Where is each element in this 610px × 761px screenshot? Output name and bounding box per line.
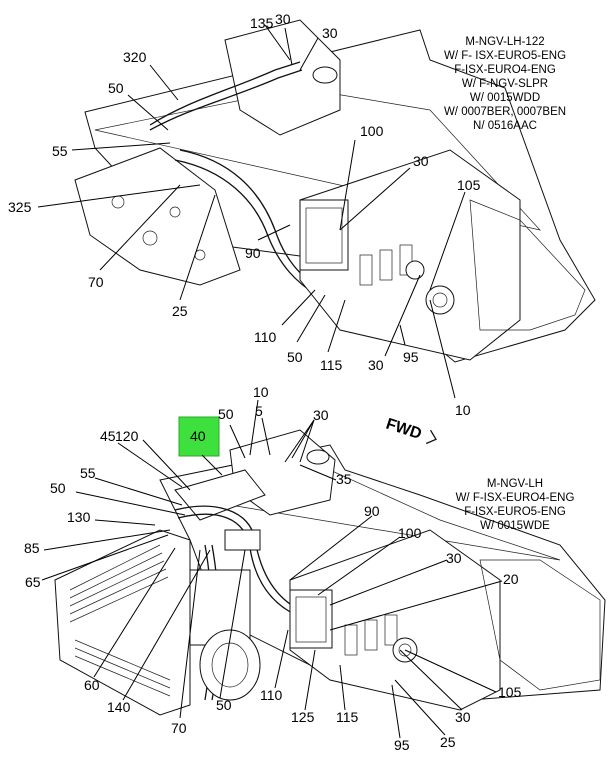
callout-95: 95 xyxy=(403,349,419,365)
callout-70: 70 xyxy=(88,274,104,290)
callout-110: 110 xyxy=(254,329,277,345)
callout-40-highlighted: 40 xyxy=(190,428,206,444)
top-note-line-1: M-NGV-LH-122 xyxy=(465,36,544,48)
callout-140: 140 xyxy=(107,699,131,715)
callout-20: 20 xyxy=(503,571,519,587)
callout-10: 10 xyxy=(455,402,471,418)
callout-50: 50 xyxy=(50,480,66,496)
bottom-callouts: 10 50 5 30 45 120 35 55 50 130 90 85 100… xyxy=(24,384,522,753)
callout-325: 325 xyxy=(8,199,32,215)
top-note-line-4: W/ F-NGV-SLPR xyxy=(462,78,548,90)
callout-135: 135 xyxy=(250,15,274,31)
callout-90: 90 xyxy=(364,503,380,519)
callout-90: 90 xyxy=(245,245,261,261)
top-note-line-7: N/ 0516AAC xyxy=(473,120,537,132)
top-note-line-2: W/ F- ISX-EURO5-ENG xyxy=(444,50,566,62)
callout-65: 65 xyxy=(25,574,41,590)
bottom-note-line-2: W/ F-ISX-EURO4-ENG xyxy=(456,492,575,504)
top-assembly-illustration xyxy=(74,19,596,363)
callout-50: 50 xyxy=(108,80,124,96)
top-note-line-5: W/ 0015WDD xyxy=(470,92,540,104)
callout-120: 120 xyxy=(115,428,139,444)
callout-110: 110 xyxy=(260,687,283,703)
callout-25: 25 xyxy=(440,734,456,750)
callout-30: 30 xyxy=(322,25,338,41)
bottom-note-line-1: M-NGV-LH xyxy=(487,478,543,490)
callout-5: 5 xyxy=(255,403,263,419)
callout-30: 30 xyxy=(368,357,384,373)
callout-115: 115 xyxy=(320,357,343,373)
callout-10: 10 xyxy=(253,384,269,400)
callout-85: 85 xyxy=(24,540,40,556)
top-note-line-3: F-ISX-EURO4-ENG xyxy=(454,64,556,76)
top-leader-lines xyxy=(37,24,466,399)
callout-60: 60 xyxy=(84,677,100,693)
highlighted-callout-box xyxy=(178,416,220,457)
callout-30: 30 xyxy=(446,550,462,566)
callout-50: 50 xyxy=(287,349,303,365)
callout-55: 55 xyxy=(52,143,68,159)
fwd-arrow-icon xyxy=(425,429,437,445)
callout-50: 50 xyxy=(218,406,234,422)
callout-25: 25 xyxy=(172,303,188,319)
callout-30: 30 xyxy=(313,407,329,423)
callout-30: 30 xyxy=(413,153,429,169)
callout-105: 105 xyxy=(498,684,522,700)
top-note-line-6: W/ 0007BER, 0007BEN xyxy=(444,106,566,118)
callout-125: 125 xyxy=(291,709,315,725)
bottom-assembly-illustration xyxy=(54,429,606,716)
callout-35: 35 xyxy=(336,471,352,487)
bottom-note-line-4: W/ 0015WDE xyxy=(480,520,550,532)
callout-320: 320 xyxy=(123,49,147,65)
callout-95: 95 xyxy=(394,737,410,753)
bottom-leader-lines xyxy=(41,399,503,739)
callout-100: 100 xyxy=(360,123,384,139)
callout-55: 55 xyxy=(80,465,96,481)
callout-30: 30 xyxy=(455,709,471,725)
top-callouts: 135 30 30 320 50 55 100 30 325 105 70 90… xyxy=(8,11,481,418)
callout-30: 30 xyxy=(275,11,291,27)
callout-105: 105 xyxy=(457,177,481,193)
callout-50: 50 xyxy=(216,697,232,713)
fwd-indicator: FWD xyxy=(384,416,437,445)
bottom-note-line-3: F-ISX-EURO5-ENG xyxy=(464,506,566,518)
callout-100: 100 xyxy=(398,525,422,541)
callout-45: 45 xyxy=(100,428,116,444)
callout-115: 115 xyxy=(336,709,359,725)
fwd-label: FWD xyxy=(384,416,424,443)
callout-130: 130 xyxy=(67,509,91,525)
callout-70: 70 xyxy=(171,720,187,736)
